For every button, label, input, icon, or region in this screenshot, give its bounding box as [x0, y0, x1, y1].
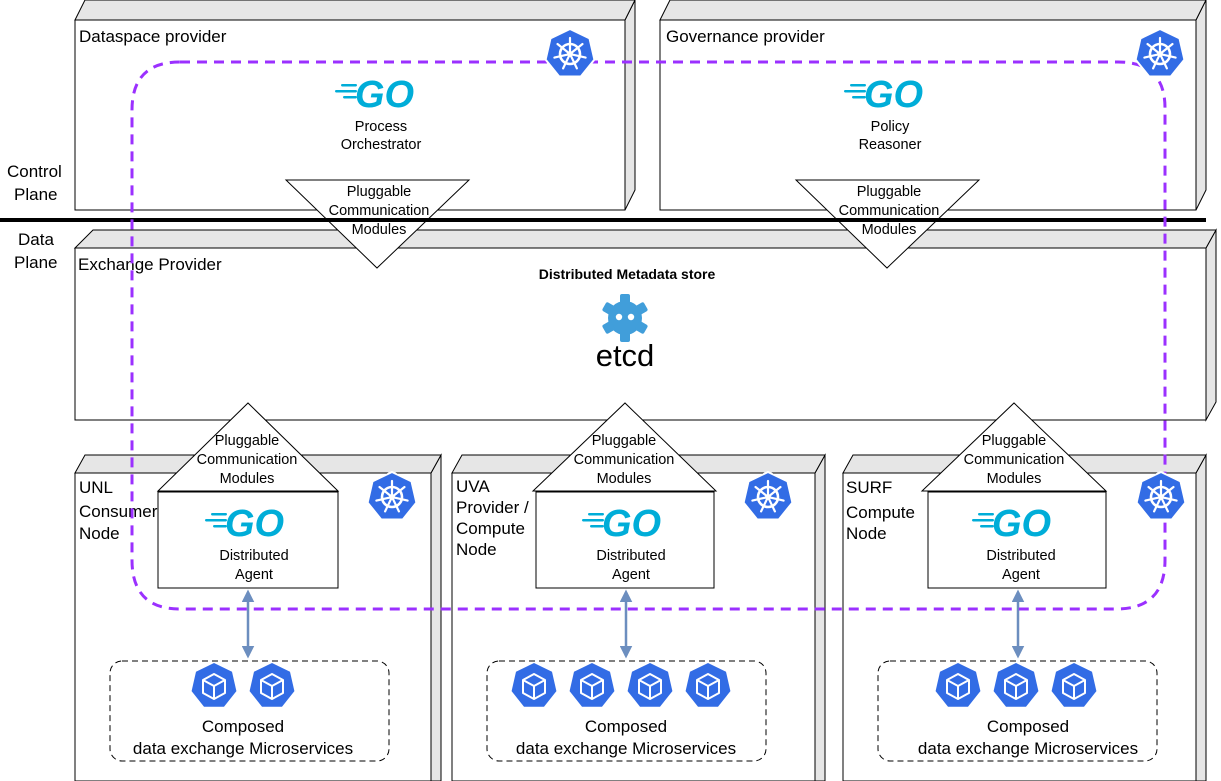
policy-reasoner-label-line2: Reasoner	[859, 137, 922, 153]
go-logo-icon: GO	[972, 503, 1051, 545]
svg-text:Compute: Compute	[456, 519, 525, 538]
svg-text:Pluggable: Pluggable	[982, 433, 1047, 449]
svg-text:Agent: Agent	[612, 567, 650, 583]
svg-text:UVA: UVA	[456, 477, 490, 496]
svg-text:Distributed: Distributed	[986, 548, 1055, 564]
svg-text:Modules: Modules	[352, 222, 407, 238]
svg-text:Agent: Agent	[1002, 567, 1040, 583]
svg-text:UNL: UNL	[79, 478, 113, 497]
process-orchestrator: GO Process Orchestrator	[335, 74, 421, 153]
process-orchestrator-label-line2: Orchestrator	[341, 137, 422, 153]
data-plane-label: Data Plane	[14, 230, 57, 272]
pcm-node-surf: Pluggable Communication Modules	[920, 402, 1108, 492]
kubernetes-icon	[366, 470, 418, 521]
svg-text:Pluggable: Pluggable	[857, 184, 922, 200]
svg-text:Pluggable: Pluggable	[592, 433, 657, 449]
governance-provider-title: Governance provider	[666, 27, 825, 46]
kubernetes-icon	[544, 27, 596, 78]
etcd-logo-icon: etcd	[596, 294, 655, 373]
kubernetes-icon	[1134, 27, 1186, 78]
go-logo-icon: GO	[582, 503, 661, 545]
svg-text:Node: Node	[456, 540, 497, 559]
kubernetes-cluster-loop	[130, 60, 1167, 611]
exchange-provider-title: Exchange Provider	[78, 255, 222, 274]
svg-text:GO: GO	[864, 74, 923, 116]
svg-text:GO: GO	[225, 503, 284, 545]
svg-text:Modules: Modules	[220, 471, 275, 487]
metadata-store-title: Distributed Metadata store	[539, 266, 716, 282]
governance-provider-box: Governance provider	[659, 0, 1207, 211]
svg-text:Modules: Modules	[987, 471, 1042, 487]
svg-text:Composed: Composed	[585, 717, 667, 736]
svg-text:Communication: Communication	[574, 452, 675, 468]
node-title-surf: SURF Compute Node	[846, 478, 915, 543]
pcm-node-uva: Pluggable Communication Modules	[531, 402, 718, 492]
microservices-group-unl: Composed data exchange Microservices	[109, 660, 390, 762]
svg-text:Node: Node	[846, 524, 887, 543]
pcm-control-dataspace: Pluggable Communication Modules	[284, 179, 471, 269]
microservice-icons-surf	[934, 662, 1098, 708]
svg-text:Data: Data	[18, 230, 54, 249]
svg-text:Distributed: Distributed	[219, 548, 288, 564]
svg-text:Compute: Compute	[846, 503, 915, 522]
process-orchestrator-label-line1: Process	[355, 119, 407, 135]
svg-text:Composed: Composed	[987, 717, 1069, 736]
svg-text:data exchange Microservices: data exchange Microservices	[133, 739, 353, 758]
svg-text:GO: GO	[602, 503, 661, 545]
svg-text:Communication: Communication	[964, 452, 1065, 468]
svg-text:Consumer: Consumer	[79, 502, 158, 521]
policy-reasoner-label-line1: Policy	[871, 119, 910, 135]
control-plane-label: Control Plane	[7, 162, 62, 204]
svg-text:Communication: Communication	[329, 203, 430, 219]
svg-text:Composed: Composed	[202, 717, 284, 736]
svg-text:Plane: Plane	[14, 253, 57, 272]
svg-text:Modules: Modules	[862, 222, 917, 238]
svg-text:Provider /: Provider /	[456, 498, 529, 517]
svg-text:etcd: etcd	[596, 338, 655, 373]
kubernetes-icon	[742, 470, 794, 521]
svg-text:Pluggable: Pluggable	[347, 184, 412, 200]
svg-text:Communication: Communication	[839, 203, 940, 219]
policy-reasoner: GO Policy Reasoner	[844, 74, 923, 153]
dataspace-provider-title: Dataspace provider	[79, 27, 227, 46]
svg-text:Node: Node	[79, 524, 120, 543]
microservices-group-uva: Composed data exchange Microservices	[486, 660, 767, 762]
kubernetes-icon	[1135, 470, 1187, 521]
go-logo-icon: GO	[335, 74, 414, 116]
svg-text:Modules: Modules	[597, 471, 652, 487]
svg-text:data exchange Microservices: data exchange Microservices	[918, 739, 1138, 758]
svg-text:GO: GO	[992, 503, 1051, 545]
dataspace-provider-box: Dataspace provider	[74, 0, 636, 211]
svg-text:data exchange Microservices: data exchange Microservices	[516, 739, 736, 758]
go-logo-icon: GO	[844, 74, 923, 116]
go-logo-icon: GO	[205, 503, 284, 545]
svg-text:Agent: Agent	[235, 567, 273, 583]
distributed-agent-unl: GO Distributed Agent	[157, 491, 339, 589]
node-title-unl: UNL Consumer Node	[79, 478, 158, 543]
svg-text:Control: Control	[7, 162, 62, 181]
pcm-control-governance: Pluggable Communication Modules	[794, 179, 981, 269]
node-title-uva: UVA Provider / Compute Node	[456, 477, 529, 559]
svg-text:Distributed: Distributed	[596, 548, 665, 564]
microservices-group-surf: Composed data exchange Microservices	[877, 660, 1158, 762]
exchange-provider-box: Exchange Provider Distributed Metadata s…	[73, 228, 1217, 422]
svg-text:Plane: Plane	[14, 185, 57, 204]
svg-text:Pluggable: Pluggable	[215, 433, 280, 449]
distributed-agent-uva: GO Distributed Agent	[535, 491, 715, 589]
distributed-agent-surf: GO Distributed Agent	[927, 491, 1107, 589]
svg-text:SURF: SURF	[846, 478, 892, 497]
pcm-node-unl: Pluggable Communication Modules	[156, 402, 340, 492]
svg-text:GO: GO	[355, 74, 414, 116]
svg-text:Communication: Communication	[197, 452, 298, 468]
